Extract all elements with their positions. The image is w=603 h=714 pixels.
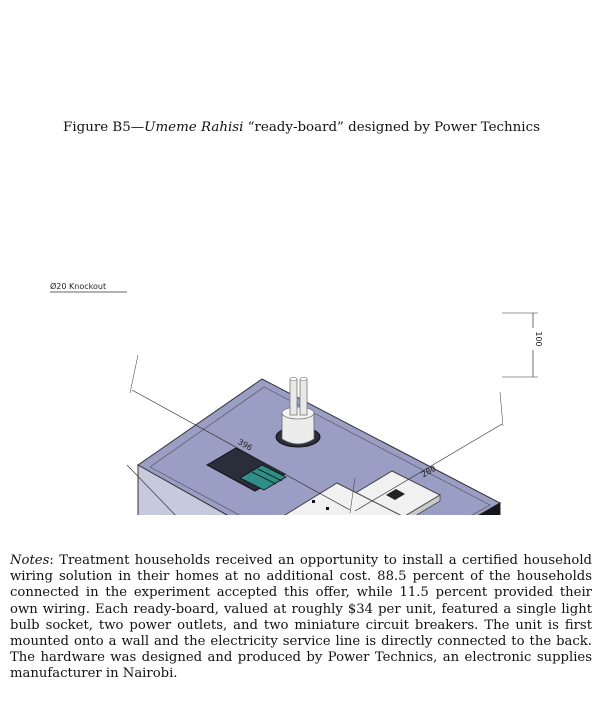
knockout-label: Ø20 Knockout xyxy=(50,281,106,291)
board-left-face xyxy=(137,464,228,515)
board-top-inset xyxy=(149,386,491,515)
notes-label: Notes xyxy=(10,553,50,568)
dim-line-length xyxy=(131,389,351,511)
figure-caption: Figure B5—Umeme Rahisi “ready-board” des… xyxy=(0,120,603,135)
notes-text: : Treatment households received an oppor… xyxy=(10,553,592,682)
caption-product-name: Umeme Rahisi xyxy=(144,120,244,135)
dim-line-width xyxy=(354,423,503,512)
caption-suffix: “ready-board” designed by Power Technics xyxy=(243,120,540,135)
outlet-pins xyxy=(312,500,329,510)
ready-board-drawing: Ø20 Knockout 396 280 100 xyxy=(50,281,543,515)
figure-notes: Notes: Treatment households received an … xyxy=(10,553,592,683)
dim-height-label: 100 xyxy=(534,331,543,346)
board-right-face xyxy=(478,502,501,515)
switch-rocker xyxy=(386,489,405,500)
bulb-pin xyxy=(299,378,308,416)
bulb-socket xyxy=(281,412,315,445)
caption-prefix: Figure B5— xyxy=(63,120,145,135)
bulb-pin xyxy=(289,378,298,416)
